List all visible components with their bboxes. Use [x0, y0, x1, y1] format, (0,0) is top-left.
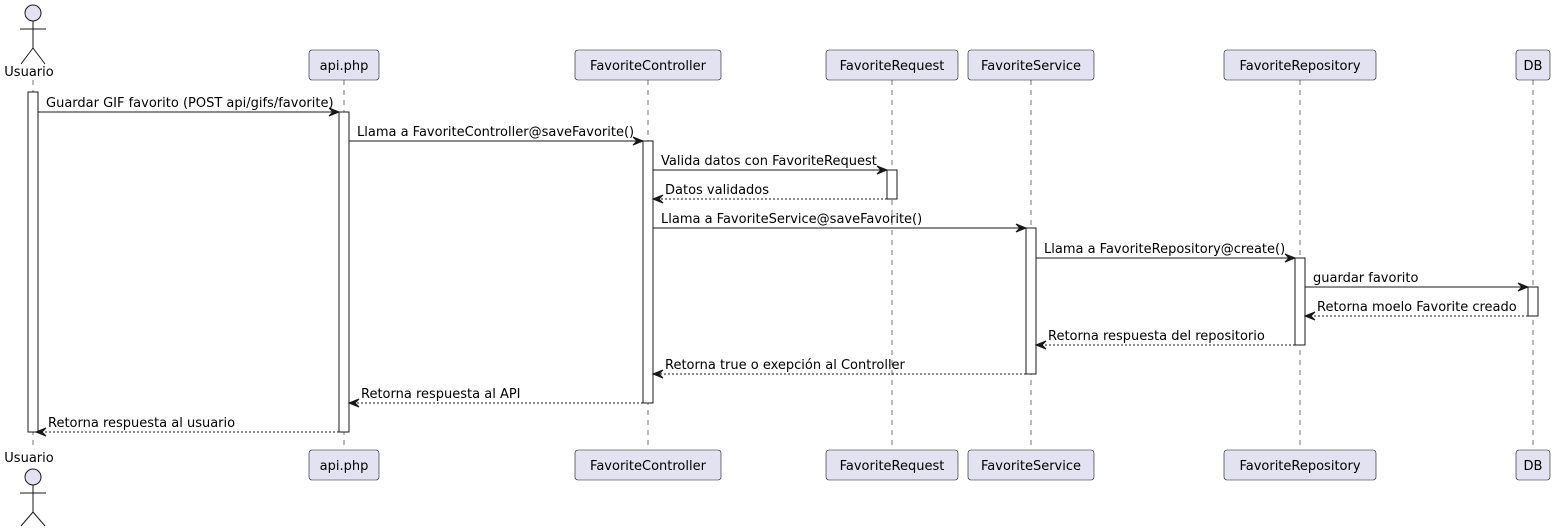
return-message-11: Retorna respuesta al API: [347, 387, 643, 408]
message-label: Retorna respuesta al usuario: [48, 416, 235, 431]
participant-request-top: FavoriteRequest: [825, 49, 959, 81]
participant-label: api.php: [320, 459, 369, 474]
participant-label: DB: [1524, 459, 1543, 474]
arrowhead: [328, 107, 341, 117]
call-message-7: guardar favorito: [1305, 271, 1530, 292]
activation-bar-api: [338, 111, 350, 433]
participant-repository-top: FavoriteRepository: [1223, 49, 1377, 81]
activation-bars: [27, 91, 1539, 433]
actor-bottom: Usuario: [4, 451, 54, 527]
return-message-10: Retorna true o exepción al Controller: [651, 358, 1026, 379]
participant-controller-bottom: FavoriteController: [574, 449, 722, 481]
activation-bar-db: [1527, 286, 1539, 317]
return-message-12: Retorna respuesta al usuario: [34, 416, 339, 437]
actor-icon: [20, 4, 46, 65]
arrowhead: [1015, 223, 1028, 233]
arrowhead: [347, 398, 360, 408]
arrowhead: [1034, 340, 1047, 350]
call-message-5: Llama a FavoriteService@saveFavorite(): [653, 212, 1028, 233]
lifelines: [32, 80, 1534, 450]
activation-bar-usuario: [27, 91, 39, 433]
return-message-8: Retorna moelo Favorite creado: [1303, 300, 1528, 321]
arrowhead: [876, 165, 889, 175]
participant-api-bottom: api.php: [308, 449, 380, 481]
actor-label: Usuario: [4, 451, 53, 466]
message-label: guardar favorito: [1313, 271, 1419, 286]
call-message-2: Llama a FavoriteController@saveFavorite(…: [349, 125, 645, 146]
participant-service-top: FavoriteService: [967, 49, 1095, 81]
actor-top: Usuario: [4, 4, 54, 80]
call-message-3: Valida datos con FavoriteRequest: [653, 154, 889, 175]
message-label: Retorna respuesta al API: [361, 387, 521, 402]
activation-bar-service: [1025, 227, 1037, 375]
participants: UsuarioUsuarioapi.phpapi.phpFavoriteCont…: [4, 4, 1551, 527]
activation-bar-request: [886, 169, 898, 200]
participant-service-bottom: FavoriteService: [967, 449, 1095, 481]
participant-db-bottom: DB: [1515, 449, 1551, 481]
participant-label: FavoriteRepository: [1239, 59, 1360, 74]
message-label: Llama a FavoriteRepository@create(): [1044, 242, 1285, 257]
activation-bar-repository: [1294, 257, 1306, 346]
participant-label: FavoriteRequest: [840, 59, 945, 74]
participant-request-bottom: FavoriteRequest: [825, 449, 959, 481]
message-label: Valida datos con FavoriteRequest: [661, 154, 877, 169]
message-label: Datos validados: [665, 183, 769, 198]
return-message-9: Retorna respuesta del repositorio: [1034, 329, 1295, 350]
participant-label: FavoriteService: [981, 59, 1081, 74]
participant-controller-top: FavoriteController: [574, 49, 722, 81]
participant-label: FavoriteRequest: [840, 459, 945, 474]
message-label: Llama a FavoriteService@saveFavorite(): [661, 212, 922, 227]
actor-label: Usuario: [4, 65, 53, 80]
arrowhead: [651, 194, 664, 204]
arrowhead: [632, 136, 645, 146]
arrowhead: [1284, 253, 1297, 263]
call-message-6: Llama a FavoriteRepository@create(): [1036, 242, 1297, 263]
arrowhead: [1303, 311, 1316, 321]
call-message-1: Guardar GIF favorito (POST api/gifs/favo…: [38, 96, 341, 117]
participant-label: FavoriteController: [590, 459, 707, 474]
arrowhead: [1517, 282, 1530, 292]
activation-bar-controller: [642, 140, 654, 404]
participant-label: FavoriteRepository: [1239, 459, 1360, 474]
messages: Guardar GIF favorito (POST api/gifs/favo…: [34, 96, 1530, 437]
return-message-4: Datos validados: [651, 183, 887, 204]
participant-repository-bottom: FavoriteRepository: [1223, 449, 1377, 481]
message-label: Guardar GIF favorito (POST api/gifs/favo…: [46, 96, 334, 111]
participant-label: FavoriteService: [981, 459, 1081, 474]
arrowhead: [651, 369, 664, 379]
participant-label: DB: [1524, 59, 1543, 74]
arrowhead: [34, 427, 47, 437]
participant-label: FavoriteController: [590, 59, 707, 74]
participant-api-top: api.php: [308, 49, 380, 81]
actor-icon: [20, 468, 46, 527]
participant-db-top: DB: [1515, 49, 1551, 81]
message-label: Llama a FavoriteController@saveFavorite(…: [357, 125, 634, 140]
message-label: Retorna moelo Favorite creado: [1317, 300, 1517, 315]
message-label: Retorna respuesta del repositorio: [1048, 329, 1265, 344]
message-label: Retorna true o exepción al Controller: [665, 358, 906, 373]
participant-label: api.php: [320, 59, 369, 74]
